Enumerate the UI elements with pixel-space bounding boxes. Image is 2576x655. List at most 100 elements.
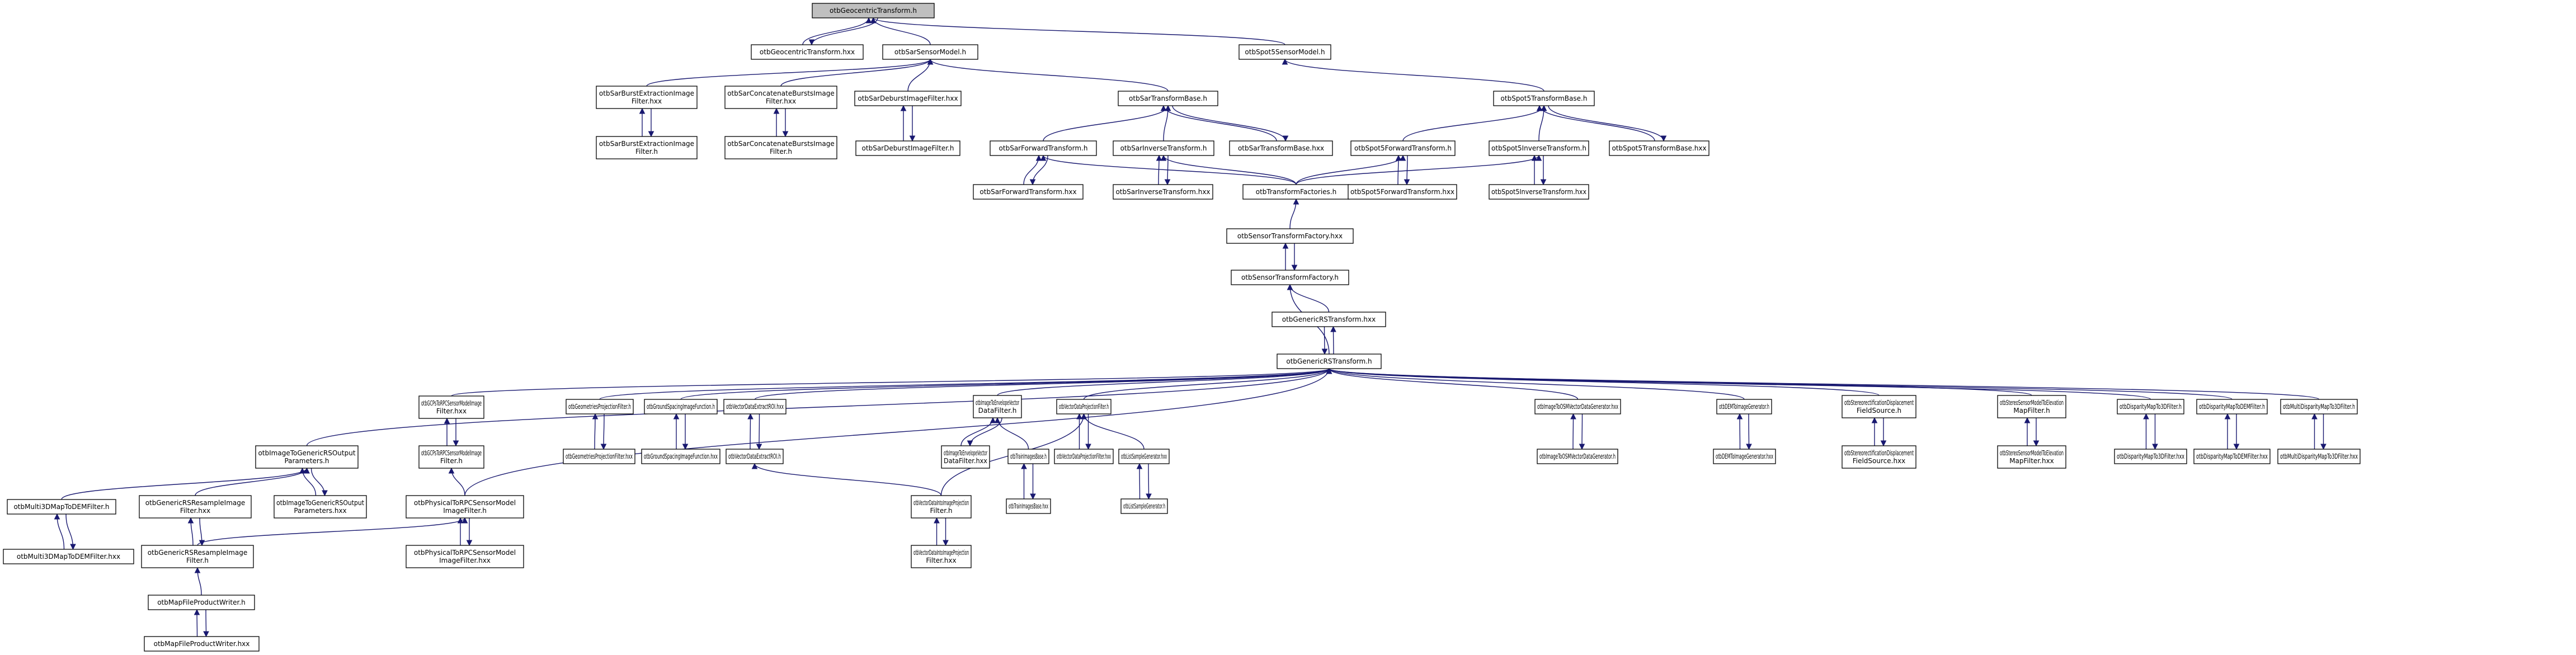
node-box — [406, 545, 524, 568]
graph-node-tfact-h[interactable]: otbTransformFactories.h — [1242, 184, 1350, 200]
graph-node-osm-hxx[interactable]: otbImageToOSMVectorDataGenerator.hxx — [1534, 399, 1621, 414]
graph-node-grs-hxx[interactable]: otbGenericRSTransform.hxx — [1271, 312, 1386, 327]
node-box — [144, 636, 260, 652]
graph-node-sarFwd-h[interactable]: otbSarForwardTransform.h — [990, 140, 1097, 156]
node-box — [1534, 399, 1621, 414]
graph-node-tib-hxx[interactable]: otbTrainImagesBase.hxx — [1006, 498, 1051, 514]
graph-node-sarDeburst-hxx[interactable]: otbSarDeburstImageFilter.hxx — [854, 91, 962, 106]
graph-node-sarInv-h[interactable]: otbSarInverseTransform.h — [1113, 140, 1214, 156]
graph-node-vdroi-h[interactable]: otbVectorDataExtractROI.h — [726, 449, 784, 464]
graph-node-tib-h[interactable]: otbTrainImagesBase.h — [1007, 449, 1049, 464]
graph-node-sarInv-hxx[interactable]: otbSarInverseTransform.hxx — [1113, 184, 1213, 200]
arrowhead-icon — [1579, 444, 1585, 450]
graph-node-vdroi-hxx[interactable]: otbVectorDataExtractROI.hxx — [723, 399, 787, 414]
node-label: otbGenericRSTransform.hxx — [1282, 315, 1376, 323]
graph-node-geo-hxx[interactable]: otbGeocentricTransform.hxx — [751, 44, 864, 60]
edge-dem2img-h-to-dem2img-hxx — [1746, 413, 1752, 450]
node-label: otbSarForwardTransform.h — [999, 144, 1088, 152]
node-box — [911, 545, 972, 568]
graph-node-vdproj-hxx[interactable]: otbVectorDataProjectionFilter.hxx — [1054, 449, 1114, 464]
node-box — [1113, 184, 1213, 200]
graph-node-dem2img-h[interactable]: otbDEMToImageGenerator.h — [1716, 399, 1772, 414]
edge-sarInv-h-to-sarTB-h — [1163, 105, 1171, 142]
edge-gsif-hxx-to-gsif-h — [673, 413, 680, 450]
graph-node-geomProj-h[interactable]: otbGeometriesProjectionFilter.h — [566, 399, 634, 414]
graph-node-dem2img-hxx[interactable]: otbDEMToImageGenerator.hxx — [1713, 449, 1776, 464]
graph-node-gsif-hxx[interactable]: otbGroundSpacingImageFunction.hxx — [641, 449, 720, 464]
edge-line — [1163, 105, 1277, 142]
graph-node-sarDeburst-h[interactable]: otbSarDeburstImageFilter.h — [855, 140, 960, 156]
arrowhead-icon — [1160, 105, 1167, 111]
graph-node-dm3d-h[interactable]: otbDisparityMapTo3DFilter.h — [2117, 399, 2184, 414]
graph-node-mfpw-h[interactable]: otbMapFileProductWriter.h — [148, 595, 255, 610]
graph-node-grs-h[interactable]: otbGenericRSTransform.h — [1277, 354, 1382, 369]
node-label: otbSpot5ForwardTransform.h — [1354, 144, 1452, 152]
node-label: otbMultiDisparityMapTo3DFilter.hxx — [2280, 453, 2358, 460]
arrowhead-icon — [648, 131, 654, 138]
graph-node-ssm-hxx[interactable]: otbStereoSensorModelToElevationMapFilter… — [1997, 445, 2066, 469]
node-label: otbTransformFactories.h — [1256, 188, 1336, 196]
graph-node-spFwd-h[interactable]: otbSpot5ForwardTransform.h — [1350, 140, 1456, 156]
graph-node-ssm-h[interactable]: otbStereoSensorModelToElevationMapFilter… — [1997, 395, 2066, 418]
graph-node-spTB-hxx[interactable]: otbSpot5TransformBase.hxx — [1609, 140, 1710, 156]
arrowhead-icon — [322, 490, 328, 497]
edge-line — [1296, 155, 1539, 185]
graph-node-srdf-h[interactable]: otbStereorectificationDisplacementFieldS… — [1842, 395, 1916, 418]
graph-node-m3d-hxx[interactable]: otbMulti3DMapToDEMFilter.hxx — [3, 549, 134, 564]
node-label: otbStereorectificationDisplacement — [1844, 399, 1914, 407]
graph-node-stf-h[interactable]: otbSensorTransformFactory.h — [1231, 270, 1349, 285]
edge-dm3d-hxx-to-dm3d-h — [2143, 413, 2149, 449]
graph-node-geomProj-hxx[interactable]: otbGeometriesProjectionFilter.hxx — [563, 449, 635, 464]
arrowhead-icon — [1156, 154, 1162, 161]
graph-node-lsg-h[interactable]: otbListSampleGenerator.h — [1120, 498, 1168, 514]
graph-node-mfpw-hxx[interactable]: otbMapFileProductWriter.hxx — [144, 636, 260, 652]
graph-node-spFwd-hxx[interactable]: otbSpot5ForwardTransform.hxx — [1348, 184, 1457, 200]
graph-node-mdm3d-h[interactable]: otbMultiDisparityMapTo3DFilter.h — [2280, 399, 2358, 414]
node-label: otbDisparityMapTo3DFilter.hxx — [2117, 453, 2184, 460]
graph-node-spInv-h[interactable]: otbSpot5InverseTransform.h — [1489, 140, 1589, 156]
graph-node-geo-h[interactable]: otbGeocentricTransform.h — [812, 3, 935, 18]
graph-node-osm-h[interactable]: otbImageToOSMVectorDataGenerator.h — [1537, 449, 1618, 464]
graph-node-stf-hxx[interactable]: otbSensorTransformFactory.hxx — [1226, 228, 1354, 244]
node-label: otbSpot5InverseTransform.hxx — [1491, 188, 1586, 196]
graph-node-sarTB-h[interactable]: otbSarTransformBase.h — [1118, 91, 1218, 106]
graph-node-mdm3d-hxx[interactable]: otbMultiDisparityMapTo3DFilter.hxx — [2277, 449, 2361, 464]
arrowhead-icon — [453, 440, 459, 447]
edge-line — [997, 368, 1330, 396]
graph-node-spTB-h[interactable]: otbSpot5TransformBase.h — [1493, 91, 1595, 106]
graph-node-lsg-hxx[interactable]: otbListSampleGenerator.hxx — [1118, 449, 1170, 464]
graph-node-vdiip-hxx[interactable]: otbVectorDataIntoImageProjectionFilter.h… — [911, 545, 972, 568]
graph-node-gsif-h[interactable]: otbGroundSpacingImageFunction.h — [644, 399, 718, 414]
arrowhead-icon — [194, 567, 201, 573]
graph-node-sarFwd-hxx[interactable]: otbSarForwardTransform.hxx — [973, 184, 1084, 200]
graph-node-phys-hxx[interactable]: otbPhysicalToRPCSensorModelImageFilter.h… — [406, 545, 524, 568]
graph-node-vdproj-h[interactable]: otbVectorDataProjectionFilter.h — [1056, 399, 1112, 414]
graph-node-dmdem-h[interactable]: otbDisparityMapToDEMFilter.h — [2196, 399, 2268, 414]
node-box — [882, 44, 978, 60]
graph-node-m3d-h[interactable]: otbMulti3DMapToDEMFilter.h — [7, 499, 116, 515]
edge-m3d-h-to-m3d-hxx — [65, 513, 76, 550]
graph-node-dmdem-hxx[interactable]: otbDisparityMapToDEMFilter.hxx — [2193, 449, 2271, 464]
graph-node-dm3d-hxx[interactable]: otbDisparityMapTo3DFilter.hxx — [2114, 449, 2187, 464]
graph-node-sarTB-hxx[interactable]: otbSarTransformBase.hxx — [1229, 140, 1333, 156]
graph-node-spInv-hxx[interactable]: otbSpot5InverseTransform.hxx — [1489, 184, 1589, 200]
graph-node-sarSensor-h[interactable]: otbSarSensorModel.h — [882, 44, 978, 60]
graph-node-srdf-hxx[interactable]: otbStereorectificationDisplacementFieldS… — [1842, 445, 1916, 469]
graph-node-spot5Sensor-h[interactable]: otbSpot5SensorModel.h — [1238, 44, 1331, 60]
edge-line — [451, 368, 1330, 397]
node-box — [7, 499, 116, 515]
